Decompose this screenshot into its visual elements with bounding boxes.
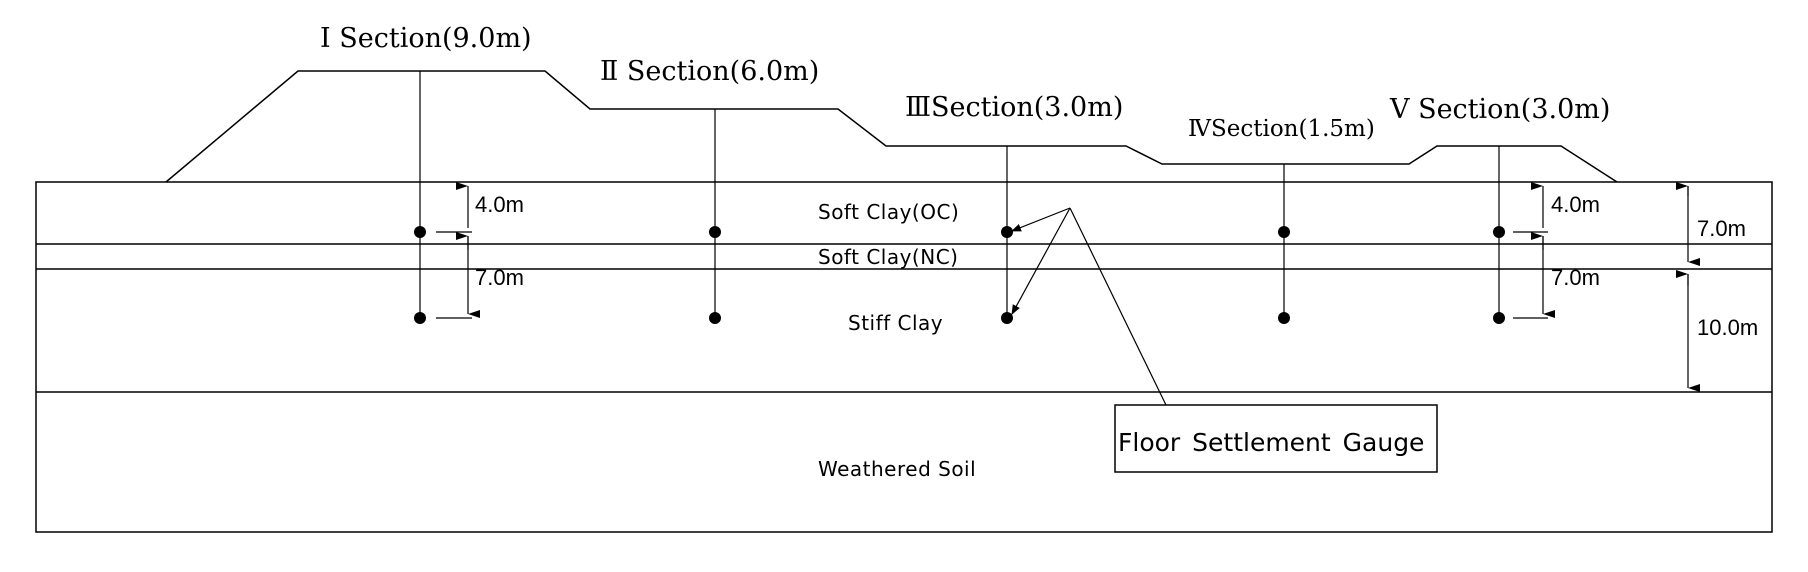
- settlement-point: [414, 312, 426, 324]
- gauge-label: Floor Settlement Gauge: [1118, 428, 1424, 457]
- settlement-point: [709, 226, 721, 238]
- left-dimension: [436, 182, 480, 319]
- settlement-point: [1001, 226, 1013, 238]
- gauge-column-section-3: [1001, 146, 1013, 324]
- overall-dimension-upper-label: 7.0m: [1697, 216, 1746, 241]
- settlement-point: [1278, 312, 1290, 324]
- layer-label-weathered-soil: Weathered Soil: [818, 457, 976, 481]
- embankment-outline: [165, 70, 1618, 183]
- section-3-label: ⅢSection(3.0m): [905, 92, 1123, 123]
- gauge-leader-lines: [1011, 207, 1167, 406]
- settlement-point: [1493, 226, 1505, 238]
- settlement-point: [1001, 312, 1013, 324]
- left-dimension-lower-label: 7.0m: [475, 265, 524, 290]
- gauge-column-section-1: [414, 71, 426, 324]
- right-dimension-lower-label: 7.0m: [1551, 265, 1600, 290]
- section-5-label: Ⅴ Section(3.0m): [1389, 94, 1610, 125]
- left-dimension-upper-label: 4.0m: [475, 192, 524, 217]
- gauge-column-section-4: [1278, 164, 1290, 324]
- section-4-label: ⅣSection(1.5m): [1188, 116, 1375, 142]
- gauge-column-section-2: [709, 109, 721, 324]
- section-1-label: Ⅰ Section(9.0m): [320, 23, 532, 54]
- settlement-point: [414, 226, 426, 238]
- gauge-column-section-5: [1493, 146, 1505, 324]
- soil-profile-frame: [35, 181, 1773, 533]
- layer-label-soft-clay-nc: Soft Clay(NC): [818, 245, 958, 269]
- section-2-label: Ⅱ Section(6.0m): [600, 56, 819, 87]
- right-dimension-upper-label: 4.0m: [1551, 192, 1600, 217]
- gauge-label-box: [1114, 404, 1438, 473]
- settlement-point: [1493, 312, 1505, 324]
- settlement-point: [1278, 226, 1290, 238]
- overall-dimension-lower-label: 10.0m: [1697, 315, 1758, 340]
- layer-label-stiff-clay: Stiff Clay: [848, 311, 943, 335]
- settlement-point: [709, 312, 721, 324]
- layer-label-soft-clay-oc: Soft Clay(OC): [818, 200, 959, 224]
- right-dimension: [1513, 182, 1555, 319]
